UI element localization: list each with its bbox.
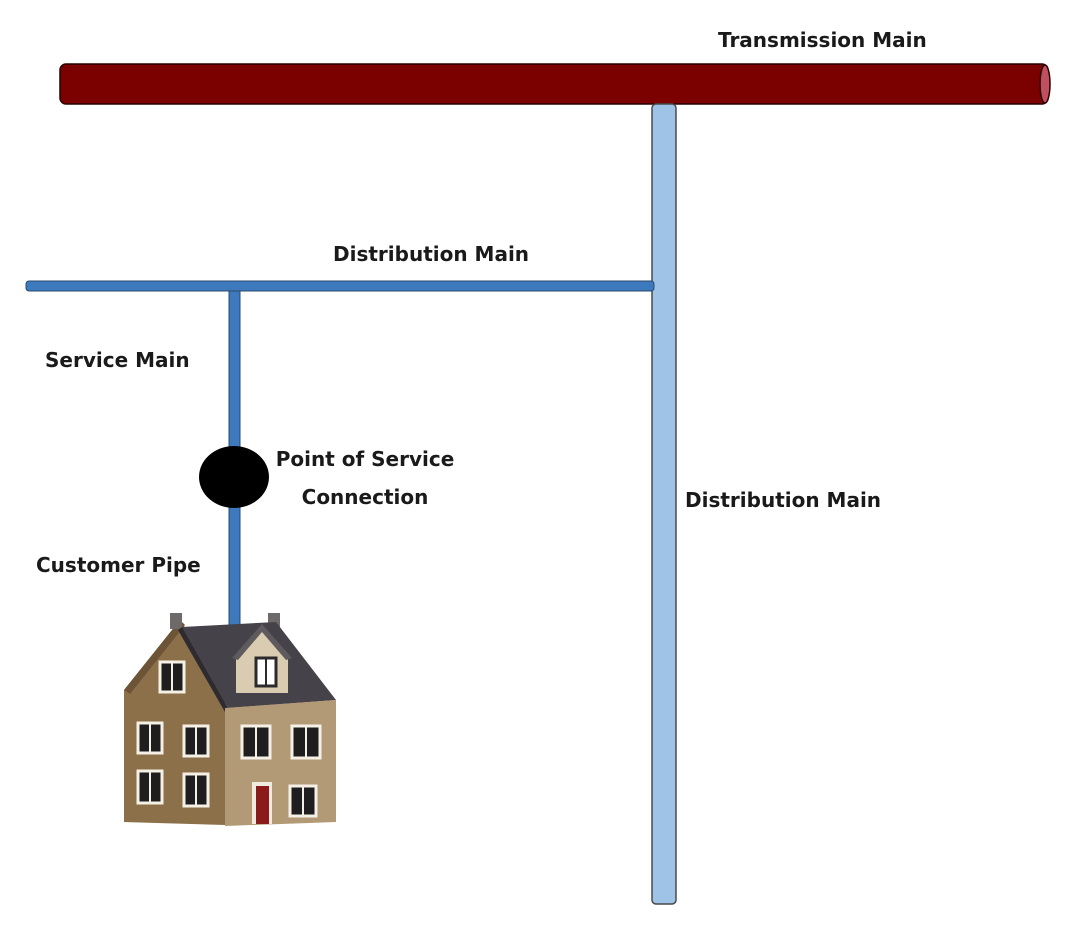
point-of-service-label-line1: Point of Service: [275, 447, 455, 471]
distribution-main-vertical-pipe: [651, 103, 677, 905]
distribution-main-horizontal-pipe: [25, 280, 655, 292]
service-connection-point-icon: [199, 446, 269, 508]
customer-pipe: [228, 504, 241, 631]
transmission-main-pipe: [59, 63, 1051, 105]
distribution-main-horizontal-label: Distribution Main: [333, 242, 530, 266]
service-main-label: Service Main: [45, 348, 190, 372]
point-of-service-label-line2: Connection: [301, 485, 429, 509]
customer-pipe-label: Customer Pipe: [36, 553, 201, 577]
transmission-main-label: Transmission Main: [718, 28, 927, 52]
service-main-pipe: [228, 290, 241, 450]
house-icon: [124, 613, 336, 826]
distribution-main-vertical-label: Distribution Main: [685, 488, 882, 512]
point-of-service-connection-label: Point of Service Connection: [270, 449, 460, 507]
